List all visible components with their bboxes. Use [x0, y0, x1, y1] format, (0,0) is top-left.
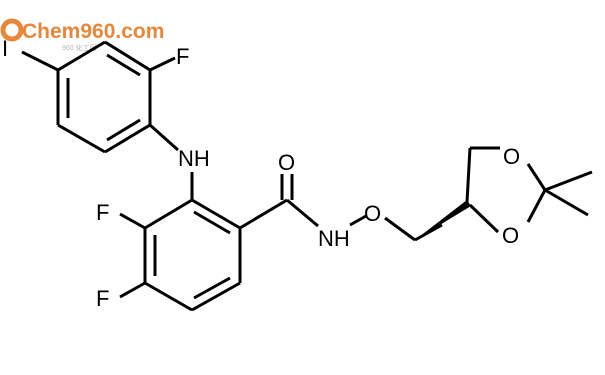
stereo-wedge-bond — [415, 200, 471, 240]
aromatic-bond — [106, 53, 141, 77]
dioxolane-ring — [465, 146, 593, 234]
bond-n-to-o — [349, 214, 367, 227]
methyl-bond-2 — [544, 188, 589, 217]
atom-fluorine-aniline: F — [176, 44, 189, 69]
atom-oxy-oxygen: O — [364, 201, 381, 226]
bond — [526, 189, 547, 223]
atom-carbonyl-oxygen: O — [278, 150, 295, 175]
bond-to-fluorine-3 — [119, 212, 146, 230]
amide-chain — [280, 174, 471, 242]
aromatic-bond — [193, 276, 231, 300]
bond — [57, 123, 106, 154]
atom-dioxolane-oxygen-2: O — [502, 223, 519, 248]
bond — [104, 40, 151, 72]
aromatic-bond — [193, 210, 231, 235]
watermark-logo: Chem960.com 960 化工网 — [0, 18, 164, 52]
bond-to-carbonyl — [239, 198, 288, 230]
atom-fluorine-4: F — [96, 286, 109, 311]
bond-to-amine — [149, 123, 179, 152]
bond — [191, 198, 241, 230]
methyl-bond-1 — [544, 170, 593, 192]
aniline-ring — [21, 40, 179, 154]
atom-amide-nitrogen: NH — [318, 226, 350, 251]
benzamide-ring — [119, 172, 288, 312]
bond — [526, 163, 547, 191]
bond-to-amide-n — [286, 198, 319, 228]
bond-ch2 — [414, 223, 443, 242]
bond-o-to-ch2 — [384, 216, 416, 242]
atom-dioxolane-oxygen-1: O — [503, 144, 520, 169]
atom-amine: NH — [178, 146, 210, 171]
bond — [144, 198, 193, 230]
logo-text: Chem960.com — [22, 20, 164, 43]
aromatic-bond — [106, 118, 141, 142]
logo-subtext: 960 化工网 — [62, 43, 97, 52]
bond — [465, 147, 472, 203]
bond — [57, 40, 106, 72]
logo-c-mark — [0, 18, 24, 42]
bond — [144, 281, 193, 312]
bond — [468, 203, 500, 234]
bond-to-iodine — [21, 50, 59, 72]
bond-to-fluorine-4 — [119, 281, 146, 299]
bond — [104, 123, 151, 154]
bond — [191, 281, 241, 312]
bond-to-fluorine — [149, 56, 176, 72]
atom-fluorine-3: F — [96, 200, 109, 225]
atom-iodine: I — [2, 36, 8, 61]
